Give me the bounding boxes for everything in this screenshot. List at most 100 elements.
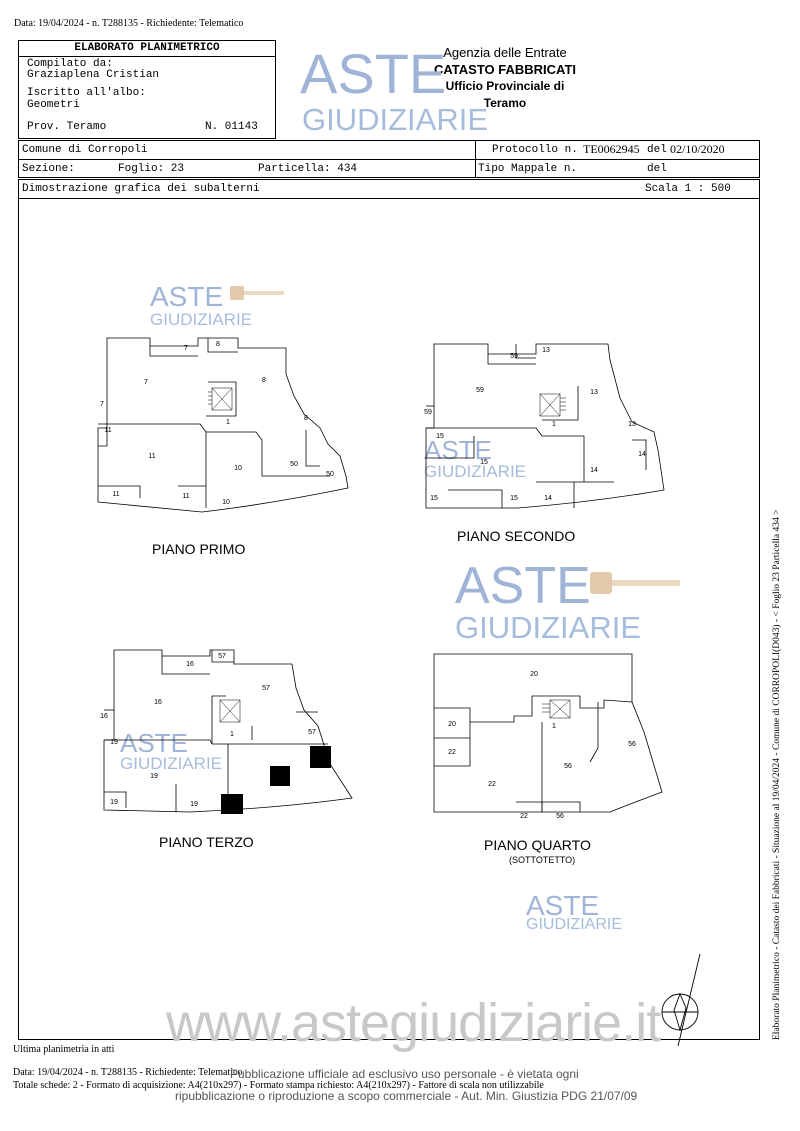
dimostrazione-row (18, 179, 760, 199)
site-watermark: www.astegiudiziarie.it (166, 993, 661, 1053)
room-label: 16 (154, 699, 162, 706)
room-label: 22 (488, 781, 496, 788)
room-label: 15 (436, 433, 444, 440)
watermark-aste-1: ASTE (150, 281, 224, 312)
agency-line4: Teramo (483, 96, 527, 110)
title-block: ELABORATO PLANIMETRICO Compilato da: Gra… (18, 40, 276, 139)
iscritto-label: Iscritto all'albo: (27, 87, 146, 99)
room-label: 56 (556, 813, 564, 820)
room-label: 13 (628, 421, 636, 428)
footer-notice2: ripubblicazione o riproduzione a scopo c… (175, 1089, 638, 1103)
plan-secondo: 59 13 59 13 59 1 13 15 15 14 14 15 15 14 (424, 343, 665, 509)
plan-primo-title: PIANO PRIMO (152, 541, 246, 557)
compilato-label: Compilato da: (27, 58, 113, 70)
room-label: 8 (216, 341, 220, 348)
room-label: 10 (234, 465, 242, 472)
room-label: 11 (182, 493, 189, 500)
block-title: ELABORATO PLANIMETRICO (19, 41, 275, 57)
particella: Particella: 434 (258, 163, 358, 175)
main-frame (18, 199, 760, 1040)
watermark-aste-4: ASTE (120, 728, 188, 758)
room-label: 19 (150, 773, 158, 780)
room-label: 20 (530, 671, 538, 678)
watermark-aste-3: ASTE (455, 557, 591, 615)
room-label: 22 (448, 749, 456, 756)
room-label: 57 (218, 653, 226, 660)
foglio: Foglio: 23 (118, 163, 185, 175)
agency-line3: Ufficio Provinciale di (445, 79, 565, 93)
room-label: 59 (476, 387, 484, 394)
protocollo-num: TE0062945 (583, 142, 640, 156)
room-label: 10 (222, 499, 230, 506)
north-arrow-icon (661, 953, 701, 1047)
room-label: 50 (326, 471, 334, 478)
room-label: 19 (110, 799, 118, 806)
room-label: 56 (628, 741, 636, 748)
plan-terzo-title: PIANO TERZO (159, 834, 254, 850)
room-label: 22 (520, 813, 528, 820)
agency-line1: Agenzia delle Entrate (443, 45, 567, 60)
room-label: 20 (448, 721, 456, 728)
plan-quarto-title: PIANO QUARTO (484, 837, 591, 853)
room-label: 15 (480, 459, 488, 466)
watermark-aste-5: ASTE (526, 890, 600, 921)
watermark-giudiziarie-5: GIUDIZIARIE (526, 916, 623, 933)
footer-ultima: Ultima planimetria in atti (13, 1044, 115, 1055)
gavel-icon (230, 286, 284, 300)
room-label: 14 (590, 467, 598, 474)
room-label: 1 (226, 419, 230, 426)
watermark-giudiziarie-4: GIUDIZIARIE (120, 754, 223, 773)
header-line: Data: 19/04/2024 - n. T288135 - Richiede… (14, 18, 244, 29)
room-label: 1 (552, 723, 556, 730)
agency-block: Agenzia delle Entrate CATASTO FABBRICATI… (420, 44, 590, 112)
footer-notice1: Pubblicazione ufficiale ad esclusivo uso… (230, 1067, 579, 1081)
room-label: 16 (100, 713, 108, 720)
room-label: 14 (544, 495, 552, 502)
room-label: 19 (110, 739, 118, 746)
protocollo-date: 02/10/2020 (670, 142, 725, 156)
room-label: 16 (186, 661, 194, 668)
albo-value: Geometri (27, 99, 80, 111)
room-label: 11 (112, 491, 119, 498)
room-label: 1 (552, 421, 556, 428)
room-label: 59 (424, 409, 432, 416)
room-label: 7 (144, 379, 148, 386)
room-label: 57 (262, 685, 270, 692)
room-label: 8 (262, 377, 266, 384)
prov-value: Prov. Teramo (27, 121, 107, 133)
comune: Comune di Corropoli (22, 144, 148, 156)
footer-line1: Data: 19/04/2024 - n. T288135 - Richiede… (13, 1067, 243, 1078)
watermark-giudiziarie-top: GIUDIZIARIE (302, 102, 489, 137)
room-label: 56 (564, 763, 572, 770)
room-label: 15 (510, 495, 518, 502)
sezione: Sezione: (22, 163, 75, 175)
room-label: 19 (190, 801, 198, 808)
room-label: 14 (638, 451, 646, 458)
watermark-giudiziarie-3: GIUDIZIARIE (455, 610, 642, 645)
room-label: 11 (148, 453, 155, 460)
side-text: Elaborato Planimetrico - Catasto dei Fab… (772, 509, 782, 1041)
watermark-giudiziarie-1: GIUDIZIARIE (150, 310, 253, 329)
room-label: 1 (230, 731, 234, 738)
dimostrazione: Dimostrazione grafica dei subalterni (22, 183, 260, 195)
watermark-aste-top: ASTE (300, 42, 447, 105)
plan-quarto-subtitle: (SOTTOTETTO) (509, 855, 576, 865)
room-label: 7 (100, 401, 104, 408)
room-label: 15 (430, 495, 438, 502)
gavel-icon-large (590, 572, 680, 594)
room-label: 8 (304, 415, 308, 422)
room-label: 11 (104, 427, 111, 434)
tipo-mappale: Tipo Mappale n. (478, 163, 578, 175)
watermark-giudiziarie-2: GIUDIZIARIE (424, 462, 527, 481)
info-hline (18, 159, 760, 160)
room-label: 13 (542, 347, 550, 354)
plan-quarto: 20 20 1 22 56 22 56 22 56 (433, 653, 663, 820)
room-label: 59 (510, 353, 518, 360)
watermark-aste-2: ASTE (424, 435, 492, 465)
room-label: 7 (184, 345, 188, 352)
plan-secondo-title: PIANO SECONDO (457, 528, 576, 544)
room-label: 13 (590, 389, 598, 396)
footer-line2: Totale schede: 2 - Formato di acquisizio… (13, 1080, 544, 1091)
